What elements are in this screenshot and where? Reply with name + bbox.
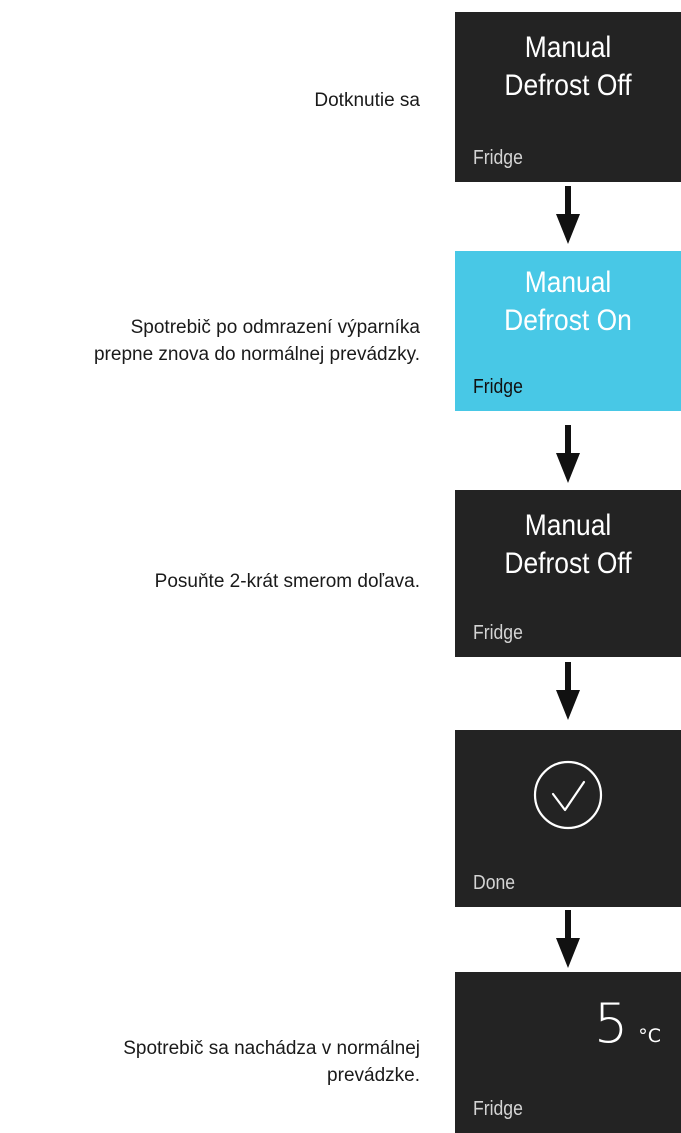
instruction-step-1: Dotknutie sa <box>314 87 420 114</box>
instruction-line: prepne znova do normálnej prevádzky. <box>93 344 420 365</box>
screen-title: Manual Defrost Off <box>469 507 668 583</box>
screen-label: Fridge <box>473 622 523 644</box>
instruction-step-5: Spotrebič sa nachádza v normálnej prevád… <box>123 1035 420 1089</box>
screen-title-line-2: Defrost Off <box>504 69 632 102</box>
screen-title-line-1: Manual <box>524 509 612 542</box>
instruction-line: Posuňte 2-krát smerom doľava. <box>154 571 420 592</box>
screen-title-line-2: Defrost Off <box>504 547 632 580</box>
instruction-step-2: Spotrebič po odmrazení výparníka prepne … <box>90 314 420 368</box>
screen-title-line-1: Manual <box>524 266 612 299</box>
arrow-down-icon <box>556 662 580 720</box>
arrow-down-icon <box>556 425 580 483</box>
screen-label: Fridge <box>473 147 523 169</box>
screen-title: Manual Defrost Off <box>469 29 668 105</box>
screen-title: Manual Defrost On <box>469 264 668 340</box>
instruction-line: Dotknutie sa <box>314 90 420 111</box>
screen-title-line-1: Manual <box>524 31 612 64</box>
display-screen-manual-defrost-off: Manual Defrost Off Fridge <box>455 12 681 182</box>
temperature-readout: 5 °C <box>594 994 661 1054</box>
checkmark-circle-icon <box>533 760 603 830</box>
instruction-line: Spotrebič sa nachádza v normálnej <box>123 1038 420 1059</box>
temperature-unit: °C <box>638 1025 661 1047</box>
instruction-line: prevádzke. <box>327 1065 420 1086</box>
screen-title-line-2: Defrost On <box>504 304 632 337</box>
screen-label: Fridge <box>473 376 523 398</box>
arrow-down-icon <box>556 186 580 244</box>
display-screen-manual-defrost-off: Manual Defrost Off Fridge <box>455 490 681 657</box>
instruction-step-3: Posuňte 2-krát smerom doľava. <box>155 568 420 595</box>
display-screen-temperature: 5 °C Fridge <box>455 972 681 1133</box>
temperature-value: 5 <box>593 992 629 1055</box>
arrow-down-icon <box>556 910 580 968</box>
display-screen-done: Done <box>455 730 681 907</box>
checkmark-circle-container <box>455 755 681 835</box>
screen-label: Done <box>473 872 516 894</box>
instruction-line: Spotrebič po odmrazení výparníka <box>130 317 420 338</box>
display-screen-manual-defrost-on: Manual Defrost On Fridge <box>455 251 681 411</box>
screen-label: Fridge <box>473 1098 523 1120</box>
